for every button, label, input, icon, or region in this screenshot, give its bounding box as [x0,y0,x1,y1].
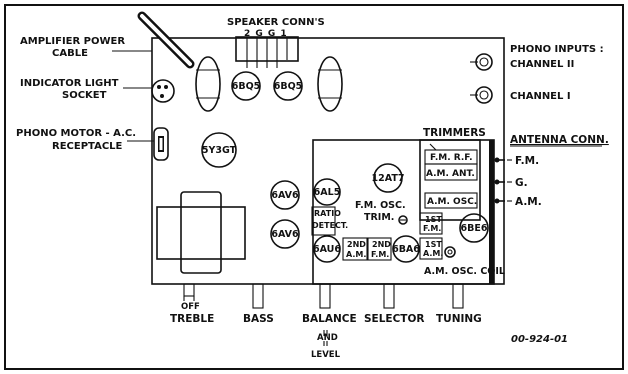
phono-motor-label-2: RECEPTACLE [52,141,123,152]
antenna-conn-label: ANTENNA CONN. [510,134,609,146]
phono-inputs-label: PHONO INPUTS : [510,44,604,55]
power-cable [137,11,195,69]
am-osc-coil [444,246,456,258]
tube-6av6-upper: 6AV6 [270,180,300,210]
output-transformer-right [317,56,343,112]
tube-12at7: 12AT7 [372,163,405,193]
fm-osc-trim-label-1: F.M. OSC. [355,200,406,211]
channel-1-label: CHANNEL I [510,91,571,102]
selector-label: SELECTOR [364,313,424,325]
antenna-fm-label: F.M. [515,155,539,167]
tube-5y3gt: 5Y3GT [201,132,237,168]
and-label: AND [317,333,338,343]
second-fm-label-1: 2ND [372,240,391,249]
second-am-label-2: A.M. [346,250,366,259]
second-fm-label-2: F.M. [371,250,389,259]
tube-6au6: 6AU6 [313,235,341,263]
svg-text:12AT7: 12AT7 [372,173,405,184]
trimmer-block [419,139,481,221]
svg-text:6BE6: 6BE6 [461,223,488,234]
amp-power-cable-label-1: AMPLIFIER POWER [20,36,125,47]
output-transformer-left [195,56,221,112]
fm-osc-trim-label-2: TRIM. [364,212,394,223]
phono-motor-label-1: PHONO MOTOR - A.C. [16,128,136,139]
fm-osc-trim-screw [398,215,408,225]
svg-text:5Y3GT: 5Y3GT [202,145,237,156]
svg-text:6AU6: 6AU6 [313,244,341,255]
leader-lines [112,50,512,202]
level-label: LEVEL [311,350,341,360]
if-transformers [311,206,443,261]
fm-rf-trimmer-label: F.M. R.F. [430,153,473,163]
antenna-am-label: A.M. [515,196,542,208]
indicator-light-label-2: SOCKET [62,90,107,101]
svg-text:6BQ5: 6BQ5 [232,81,261,92]
tube-6av6-lower: 6AV6 [270,219,300,249]
treble-label: TREBLE [170,313,214,325]
ratio-detect-label-1: RATIO [314,209,341,218]
am-osc-trimmer-label: A.M. OSC. [427,197,477,207]
tuning-shaft [452,283,464,309]
first-fm-label-2: F.M. [423,224,441,233]
ratio-detect-label-2: DETECT. [312,221,348,230]
figure-id-label: 00-924-01 [511,334,568,345]
power-transformer [156,191,246,274]
first-fm-label-1: 1ST [425,215,442,224]
phono-input-channel-1-jack [475,86,493,104]
tube-6be6: 6BE6 [459,213,489,243]
indicator-light-label-1: INDICATOR LIGHT [20,78,119,89]
svg-text:6AV6: 6AV6 [271,229,299,240]
antenna-terminals [494,157,505,204]
speaker-terminals-label: 2 G G 1 [244,29,288,39]
bass-label: BASS [243,313,274,325]
control-shafts [183,283,464,346]
svg-text:6AL5: 6AL5 [314,187,341,198]
am-osc-coil-label: A.M. OSC. COIL [424,266,505,277]
antenna-g-label: G. [515,177,528,189]
tube-6ba6: 6BA6 [392,235,420,263]
amp-power-cable-label-2: CABLE [52,48,88,59]
tube-6bq5-right: 6BQ5 [273,71,303,101]
diagram-frame [4,4,624,370]
speaker-conns-label: SPEAKER CONN'S [227,17,325,28]
tuning-label: TUNING [436,313,482,325]
balance-shaft [319,283,331,309]
speaker-connector [235,36,299,68]
svg-text:6BQ5: 6BQ5 [274,81,303,92]
first-am-label-1: 1ST [425,240,442,249]
am-ant-trimmer-label: A.M. ANT. [426,169,475,179]
selector-shaft [383,283,395,309]
off-label: OFF [181,302,200,312]
svg-text:6BA6: 6BA6 [392,244,420,255]
phono-motor-receptacle [153,127,169,161]
trimmers-label: TRIMMERS [423,127,486,139]
tuner-edge [489,140,494,284]
tube-6bq5-left: 6BQ5 [231,71,261,101]
svg-text:6AV6: 6AV6 [271,190,299,201]
second-am-label-1: 2ND [347,240,366,249]
first-am-label-2: A.M. [423,249,443,258]
tube-6al5: 6AL5 [313,178,341,206]
channel-2-label: CHANNEL II [510,59,574,70]
bass-shaft [252,283,264,309]
phono-input-channel-2-jack [475,53,493,71]
balance-label: BALANCE [302,313,357,325]
indicator-light-socket [151,79,175,103]
treble-shaft [183,283,195,301]
